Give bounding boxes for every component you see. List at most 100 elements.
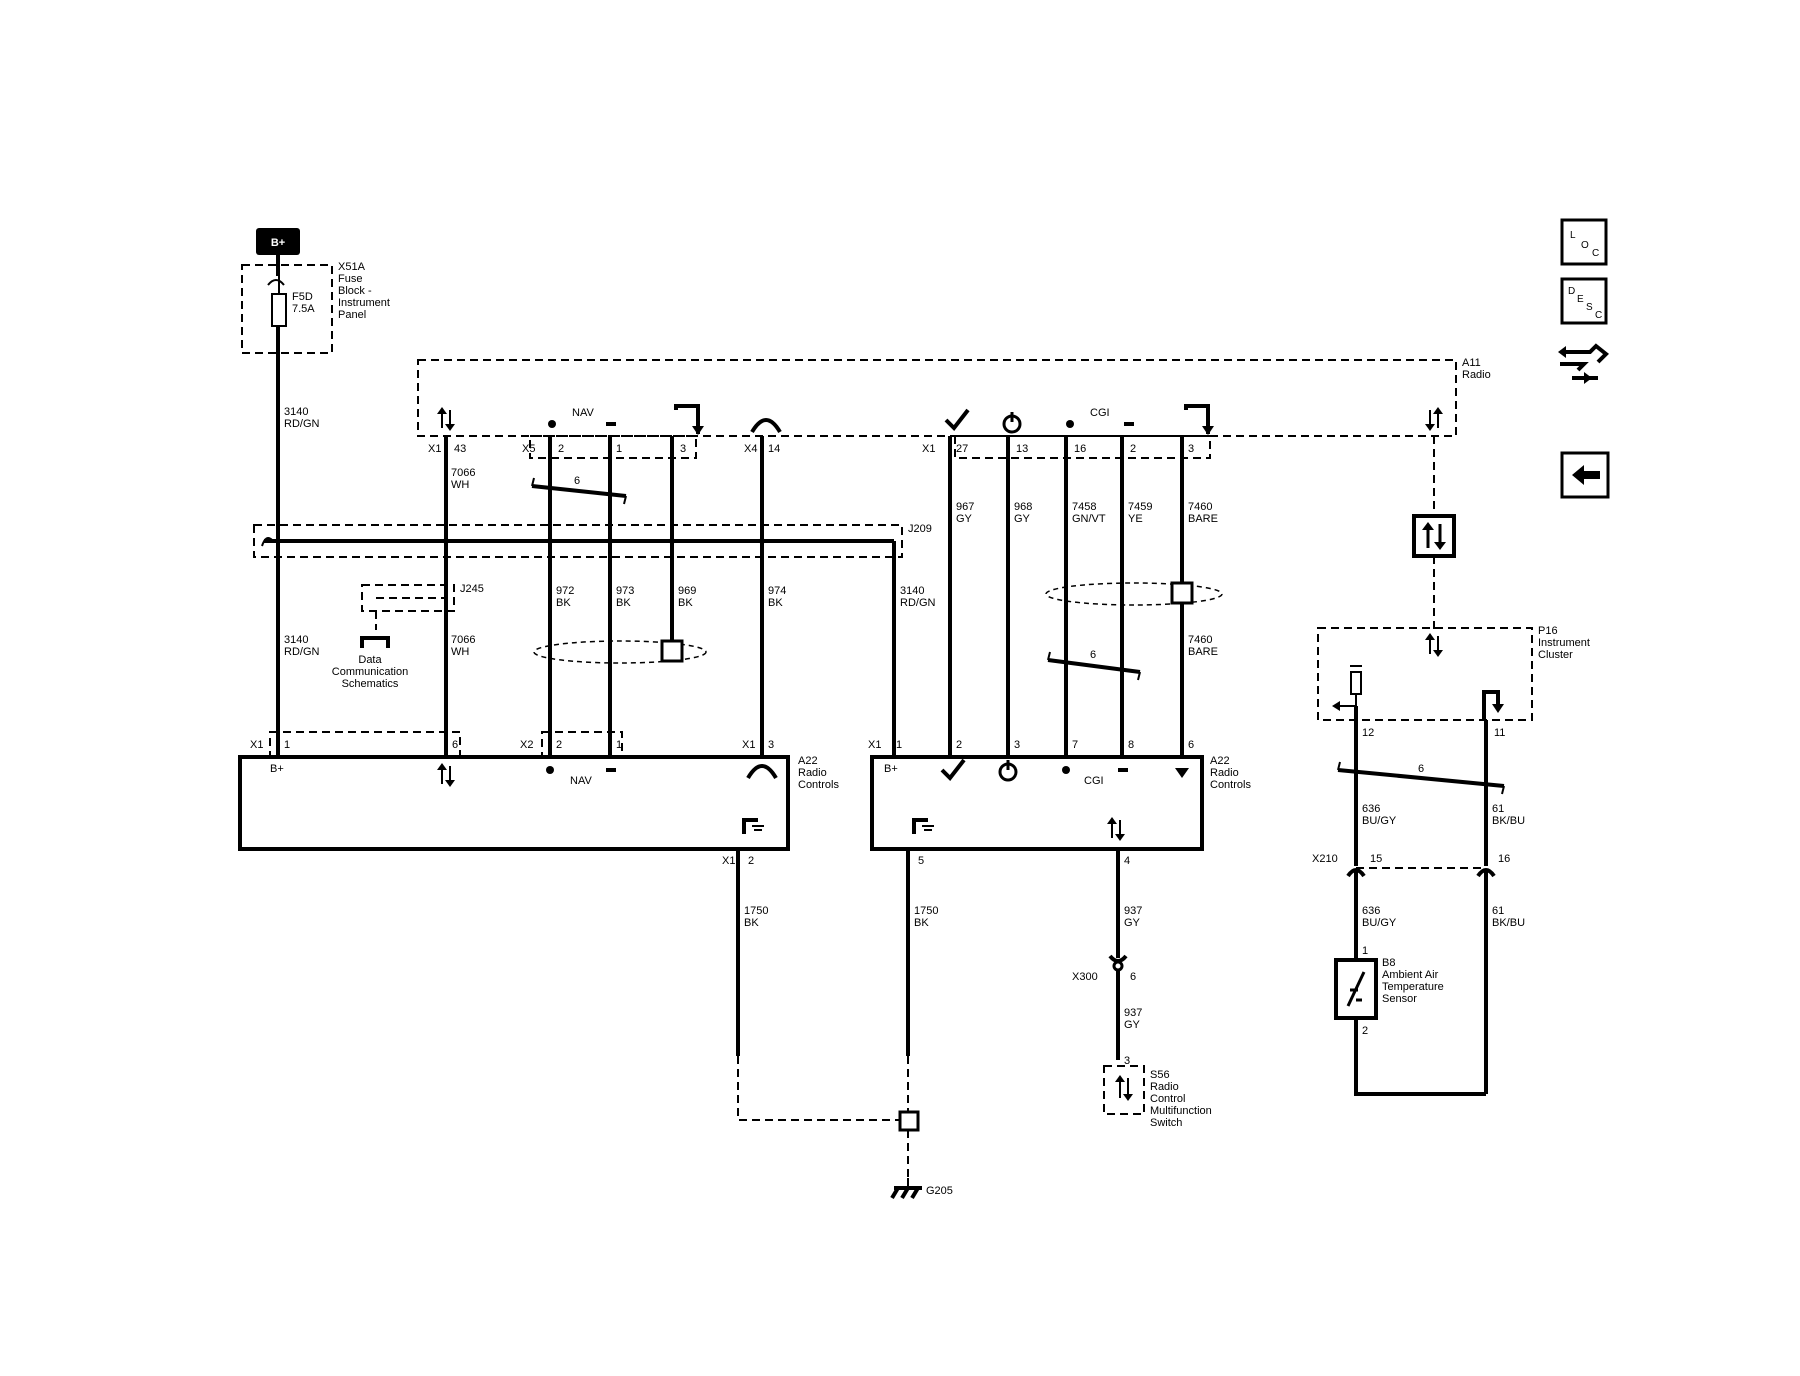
- controls-connector: X1: [868, 739, 881, 751]
- switch-outline: [1103, 1065, 1145, 1115]
- negative-dash-icon: [606, 768, 616, 772]
- x210-pin: 16: [1498, 853, 1510, 865]
- location-button[interactable]: L O C: [1560, 218, 1608, 266]
- svg-text:C: C: [1592, 248, 1599, 259]
- wire-label: 937: [1124, 1007, 1142, 1019]
- description-button[interactable]: D E S C: [1560, 277, 1608, 325]
- ground-label: G205: [926, 1185, 953, 1197]
- wire-label: 937: [1124, 905, 1142, 917]
- x1-connector-outline: [954, 435, 1211, 459]
- controls-pin: 7: [1072, 739, 1078, 751]
- svg-text:BK/BU: BK/BU: [1492, 917, 1525, 929]
- arc-icon: [746, 764, 778, 780]
- wire-label: 7460: [1188, 634, 1212, 646]
- radio-connector: X5: [522, 443, 535, 455]
- radio-pin: 3: [1188, 443, 1194, 455]
- svg-text:GN/VT: GN/VT: [1072, 513, 1106, 525]
- svg-text:Fuse: Fuse: [338, 273, 362, 285]
- radio-pin: 2: [1130, 443, 1136, 455]
- sensor-return-wire: [1354, 1018, 1486, 1096]
- cluster-outline: [1317, 627, 1533, 721]
- controls-pin: 1: [284, 739, 290, 751]
- wire-label: 3140: [284, 406, 308, 418]
- svg-text:WH: WH: [451, 479, 469, 491]
- controls-ground-pin: 2: [748, 855, 754, 867]
- twist-label: 6: [1090, 649, 1096, 661]
- svg-text:Instrument: Instrument: [338, 297, 390, 309]
- svg-text:BARE: BARE: [1188, 513, 1218, 525]
- connector-view-button[interactable]: [1556, 334, 1612, 390]
- battery-label: B+: [271, 237, 285, 249]
- svg-text:Switch: Switch: [1150, 1117, 1182, 1129]
- controls-id: A22: [798, 755, 818, 767]
- data-comm-label: Data: [358, 654, 382, 666]
- wire-label: 7458: [1072, 501, 1096, 513]
- bidirectional-icon: [437, 407, 455, 431]
- wire-label: 969: [678, 585, 696, 597]
- wire-label: 61: [1492, 803, 1504, 815]
- sensor-input-icon: [1332, 665, 1362, 711]
- bidirectional-icon: [1115, 1075, 1133, 1101]
- cluster-name: Instrument: [1538, 637, 1590, 649]
- twisted-pair-marker: [1047, 658, 1141, 674]
- positive-dot-icon: [1062, 766, 1070, 774]
- wire-label: 61: [1492, 905, 1504, 917]
- j209-outline: [253, 524, 903, 558]
- ground-icon: [912, 818, 934, 834]
- radio-pin: 16: [1074, 443, 1086, 455]
- ground-splice: [898, 1110, 920, 1132]
- fuse-f5d: [271, 293, 287, 327]
- radio-outline: [417, 359, 1457, 437]
- back-arrow-icon: [1572, 465, 1600, 485]
- radio-connector: X4: [744, 443, 757, 455]
- cluster-pin: 11: [1494, 727, 1505, 739]
- radio-pin: 2: [558, 443, 564, 455]
- back-button[interactable]: [1560, 451, 1610, 499]
- bidirectional-icon: [1425, 633, 1443, 657]
- x1-connector-outline: [269, 731, 461, 758]
- shield-ellipse: [533, 640, 707, 664]
- bidirectional-icon: [437, 763, 455, 787]
- controls-pin: 2: [556, 739, 562, 751]
- controls-bplus: B+: [270, 763, 284, 775]
- switch-pin: 3: [1124, 1055, 1130, 1067]
- controls-ground-pin: 5: [918, 855, 924, 867]
- radio-pin: 3: [680, 443, 686, 455]
- svg-text:BU/GY: BU/GY: [1362, 815, 1397, 827]
- bidirectional-icon: [1107, 817, 1125, 841]
- ground-icon: [890, 1178, 922, 1200]
- radio-pin: 13: [1016, 443, 1028, 455]
- radio-controls-right-box: [870, 755, 1204, 851]
- controls-pin: 1: [896, 739, 902, 751]
- svg-text:S: S: [1586, 302, 1593, 313]
- wire-label: 7066: [451, 634, 475, 646]
- svg-text:BU/GY: BU/GY: [1362, 917, 1397, 929]
- checkmark-icon: [944, 408, 970, 432]
- positive-dot-icon: [1066, 420, 1074, 428]
- svg-text:Multifunction: Multifunction: [1150, 1105, 1212, 1117]
- j245-label: J245: [460, 583, 484, 595]
- svg-text:GY: GY: [956, 513, 973, 525]
- x5-connector-outline: [529, 435, 697, 459]
- controls-pin: 3: [1014, 739, 1020, 751]
- svg-text:Communication: Communication: [332, 666, 408, 678]
- ground-return-icon: [1175, 768, 1189, 778]
- fuse-label: F5D: [292, 291, 313, 303]
- wire-label: 7460: [1188, 501, 1212, 513]
- svg-text:BK/BU: BK/BU: [1492, 815, 1525, 827]
- svg-text:BK: BK: [768, 597, 783, 609]
- svg-text:Cluster: Cluster: [1538, 649, 1573, 661]
- j245-outline: [361, 584, 455, 612]
- svg-text:C: C: [1595, 310, 1602, 321]
- radio-pin: 1: [616, 443, 622, 455]
- controls-pin: 6: [1188, 739, 1194, 751]
- wire-label: 636: [1362, 803, 1380, 815]
- controls-connector: X1: [742, 739, 755, 751]
- j209-label: J209: [908, 523, 932, 535]
- wire-label: 967: [956, 501, 974, 513]
- ground-icon: [742, 818, 764, 834]
- power-icon: [998, 760, 1018, 782]
- controls-connector: X1: [250, 739, 263, 751]
- wire-label: 7066: [451, 467, 475, 479]
